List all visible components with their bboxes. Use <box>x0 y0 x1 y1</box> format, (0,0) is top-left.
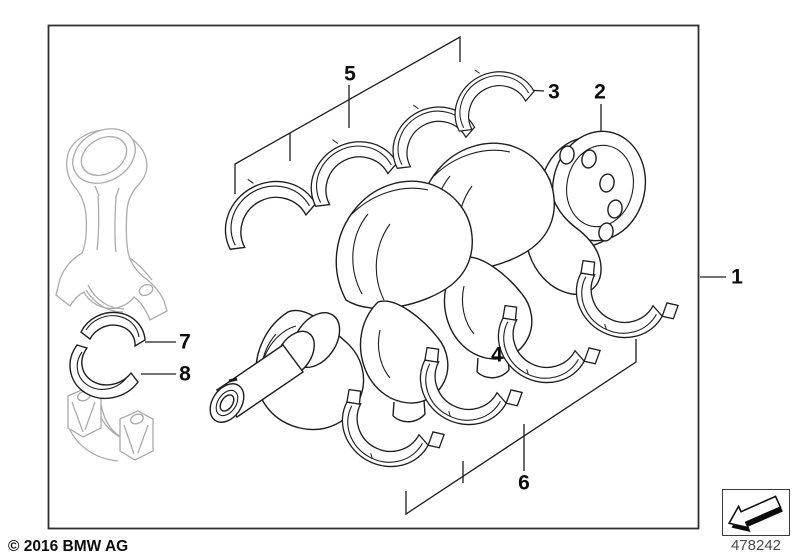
group-bracket-5 <box>234 35 461 194</box>
callout-7[interactable]: 7 <box>179 330 191 354</box>
copyright-text: © 2016 BMW AG <box>8 538 129 555</box>
callout-8[interactable]: 8 <box>179 362 191 386</box>
rod-bearing-shells <box>69 311 146 400</box>
callout-4[interactable]: 4 <box>491 343 503 367</box>
group-bracket-6 <box>405 339 637 516</box>
callout-2[interactable]: 2 <box>594 80 606 104</box>
callout-3[interactable]: 3 <box>548 80 560 104</box>
bearing-cap-drawing <box>67 387 154 462</box>
arrow-down-left-icon <box>727 495 783 533</box>
callout-5[interactable]: 5 <box>344 62 356 86</box>
callout-1[interactable]: 1 <box>731 265 743 289</box>
callout-6[interactable]: 6 <box>518 471 530 495</box>
connecting-rod-drawing <box>55 128 168 321</box>
prev-diagram-thumbnail-button[interactable] <box>722 489 790 536</box>
drawing-number: 478242 <box>730 537 782 554</box>
crankshaft-drawing <box>209 130 647 431</box>
keyway-mark <box>228 377 238 383</box>
